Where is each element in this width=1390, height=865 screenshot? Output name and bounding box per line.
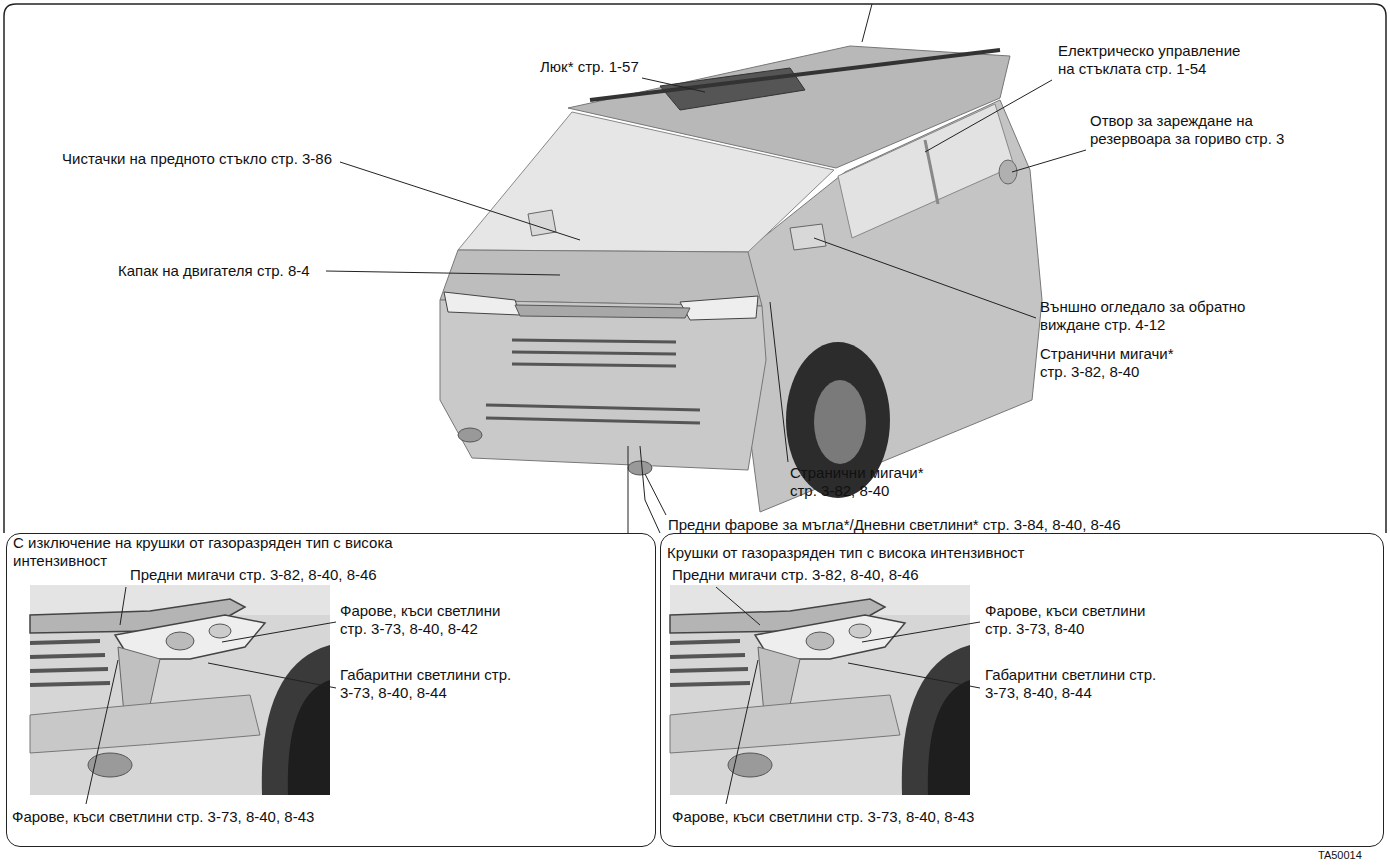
part-callout: Габаритни светлини стр. 3-73, 8-40, 8-44 bbox=[985, 666, 1165, 702]
part-callout: Външно огледало за обратно виждане стр. … bbox=[1040, 298, 1255, 334]
part-callout: Странични мигачи* стр. 3-82, 8-40 bbox=[790, 464, 940, 500]
part-callout: Чистачки на предното стъкло стр. 3-86 bbox=[62, 150, 352, 168]
part-callout: Предни мигачи стр. 3-82, 8-40, 8-46 bbox=[672, 566, 992, 584]
part-callout: Отвор за зареждане на резервоара за гори… bbox=[1090, 112, 1305, 148]
part-callout: Капак на двигателя стр. 8-4 bbox=[118, 262, 333, 280]
part-callout: Предни фарове за мъгла*/Дневни светлини*… bbox=[668, 516, 1228, 534]
panel-heading: Крушки от газоразряден тип с висока инте… bbox=[661, 544, 1267, 562]
figure-code: TA50014 bbox=[1318, 849, 1384, 862]
part-callout: Странични мигачи* стр. 3-82, 8-40 bbox=[1040, 345, 1190, 381]
part-callout: Люк* стр. 1-57 bbox=[540, 58, 740, 76]
part-callout: Фарове, къси светлини стр. 3-73, 8-40 bbox=[985, 602, 1170, 638]
part-callout: Габаритни светлини стр. 3-73, 8-40, 8-44 bbox=[340, 666, 520, 702]
panel-heading: С изключение на крушки от газоразряден т… bbox=[7, 534, 463, 570]
part-callout: Фарове, къси светлини стр. 3-73, 8-40, 8… bbox=[340, 602, 525, 638]
part-callout: Фарове, къси светлини стр. 3-73, 8-40, 8… bbox=[672, 808, 1072, 826]
part-callout: Електрическо управление на стъклата стр.… bbox=[1058, 42, 1258, 78]
part-callout: Предни мигачи стр. 3-82, 8-40, 8-46 bbox=[130, 566, 450, 584]
part-callout: Фарове, къси светлини стр. 3-73, 8-40, 8… bbox=[12, 808, 412, 826]
